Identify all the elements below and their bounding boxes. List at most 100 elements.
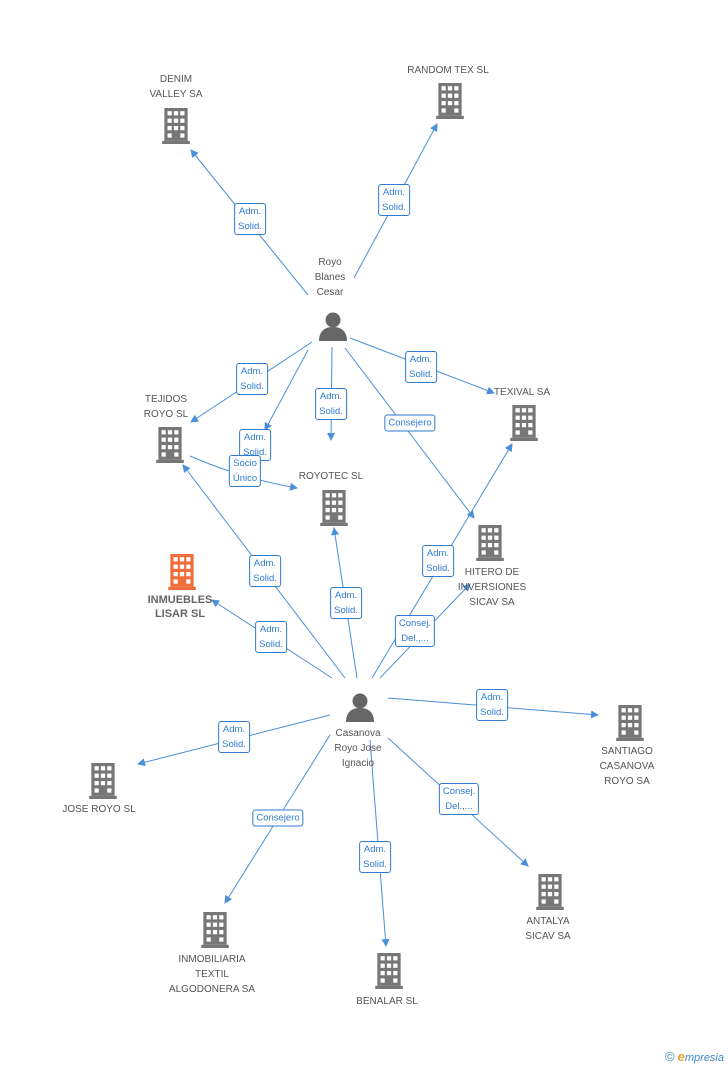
edge-label-line: Solid. (480, 707, 504, 718)
building-icon[interactable] (156, 427, 184, 463)
edge-royo_blanes-hitero (344, 347, 475, 519)
edge-label-royo_blanes-texival[interactable]: Adm.Solid. (405, 351, 437, 383)
person-icon[interactable] (319, 312, 347, 342)
edge-label-line: Único (232, 473, 258, 484)
edge-label-line: Adm. (243, 432, 267, 443)
node-label-line: SICAV SA (525, 931, 571, 942)
node-label-inmuebles[interactable]: INMUEBLES LISAR SL (148, 593, 213, 621)
node-label-royotec[interactable]: ROYOTEC SL (299, 469, 363, 484)
node-label-line: ALGODONERA SA (168, 984, 256, 995)
node-label-line: SICAV SA (469, 597, 515, 608)
node-label-line: INMUEBLES (147, 594, 213, 606)
node-label-line: SANTIAGO (601, 746, 653, 757)
node-label-line: Royo Jose (334, 743, 382, 754)
node-label-jose_royo[interactable]: JOSE ROYO SL (62, 802, 135, 817)
edge-label-line: Adm. (253, 558, 277, 569)
edge-label-casanova-inmuebles[interactable]: Adm. Solid. (255, 621, 287, 653)
building-icon[interactable] (162, 108, 190, 144)
building-icon[interactable] (201, 912, 229, 948)
node-label-random[interactable]: RANDOM TEX SL (407, 63, 489, 78)
edge-label-line: Del.,... (401, 633, 429, 644)
edge-label-line: Solid. (253, 573, 277, 584)
building-icon[interactable] (476, 525, 504, 561)
edge-label-line: Solid. (222, 739, 246, 750)
node-label-line: HITERO DE (464, 567, 520, 578)
node-label-line: JOSE ROYO SL (62, 804, 136, 815)
edge-label-royo_blanes-random[interactable]: Adm.Solid. (378, 184, 410, 216)
node-label-line: TEJIDOS (144, 394, 188, 405)
building-icon[interactable] (536, 874, 564, 910)
node-label-line: Casanova (335, 728, 381, 739)
edge-label-royo_blanes-denim[interactable]: Adm.Solid. (234, 203, 266, 235)
node-label-line: LISAR SL (154, 608, 206, 620)
building-icon[interactable] (436, 83, 464, 119)
focus-building-icon[interactable] (168, 554, 196, 590)
edge-label-casanova-inmobiliaria[interactable]: Consejero (252, 809, 304, 827)
edge-label-line: Adm. (382, 187, 406, 198)
node-label-line: DENIM (159, 74, 193, 85)
edge-label-royo_blanes-royotec[interactable]: Adm. Solid. (315, 388, 347, 420)
edge-label-line: Solid. (243, 447, 267, 458)
building-icon[interactable] (375, 953, 403, 989)
edge-label-casanova-jose_royo[interactable]: Adm. Solid. (218, 721, 250, 753)
building-icon[interactable] (89, 763, 117, 799)
edge-label-casanova-texival[interactable]: Adm.Solid. (422, 545, 454, 577)
edge-label-casanova-hitero[interactable]: Consej. Del.,... (394, 615, 436, 647)
edge-label-line: Adm. (319, 391, 343, 402)
edge-label-line: Del.,... (445, 801, 473, 812)
node-label-antalya[interactable]: ANTALYA SICAV SA (525, 914, 570, 944)
edge-label-line: Socio (233, 458, 257, 469)
edge-label-casanova-royotec[interactable]: Adm.Solid. (330, 587, 362, 619)
node-label-tejidos[interactable]: TEJIDOS ROYO SL (144, 392, 188, 422)
building-icon[interactable] (320, 490, 348, 526)
edge-label-casanova-tejidos[interactable]: Adm. Solid. (249, 555, 281, 587)
edge-label-line: Solid. (259, 639, 283, 650)
brand-initial: e (677, 1049, 685, 1064)
node-label-line: BENALAR SL (356, 996, 418, 1007)
edge-label-royo_blanes-hitero[interactable]: Consejero (384, 414, 436, 432)
node-label-line: INVERSIONES (457, 582, 527, 593)
edge-label-casanova-benalar[interactable]: Adm. Solid. (359, 841, 391, 873)
node-label-line: RANDOM TEX SL (407, 65, 489, 76)
edge-label-line: Adm. (238, 206, 262, 217)
node-label-line: TEXIVAL SA (493, 387, 551, 398)
node-label-line: VALLEY SA (149, 89, 203, 100)
node-label-line: ROYO SA (604, 776, 650, 787)
edge-label-line: Consejero (388, 417, 432, 429)
edge-label-line: Adm. (480, 692, 504, 703)
edge-label-line: Adm. (409, 354, 433, 365)
edge-label-line: Consej. (442, 786, 476, 797)
node-label-line: TEXTIL (195, 969, 229, 980)
edge-label-line: Adm. (334, 590, 358, 601)
node-label-hitero[interactable]: HITERO DE INVERSIONES SICAV SA (458, 565, 526, 610)
node-label-line: Royo (318, 257, 342, 268)
edge-label-line: Solid. (319, 406, 343, 417)
node-label-line: Ignacio (341, 758, 375, 769)
node-label-texival[interactable]: TEXIVAL SA (494, 385, 550, 400)
node-label-line: ROYOTEC SL (298, 471, 364, 482)
edge-label-line: Solid. (363, 859, 387, 870)
edge-label-line: Adm. (222, 724, 246, 735)
brand-name: mpresia (684, 1052, 724, 1064)
edge-label-royo_blanes-tejidos[interactable]: Adm.Solid. (236, 363, 268, 395)
edge-label-line: Adm. (259, 624, 283, 635)
node-label-line: ANTALYA (526, 916, 570, 927)
building-icon[interactable] (616, 705, 644, 741)
node-label-benalar[interactable]: BENALAR SL (356, 994, 418, 1009)
node-label-line: Cesar (316, 287, 344, 298)
edge-label-line: Consej. (398, 618, 432, 629)
edge-label-line: Solid. (240, 381, 264, 392)
node-label-line: ROYO SL (143, 409, 189, 420)
edge-label-casanova-antalya[interactable]: Consej. Del.,... (438, 783, 480, 815)
building-icon[interactable] (510, 405, 538, 441)
edge-label-line: Adm. (363, 844, 387, 855)
node-label-denim[interactable]: DENIM VALLEY SA (150, 72, 203, 102)
person-icon[interactable] (346, 693, 374, 723)
edge-label-casanova-santiago[interactable]: Adm. Solid. (476, 689, 508, 721)
